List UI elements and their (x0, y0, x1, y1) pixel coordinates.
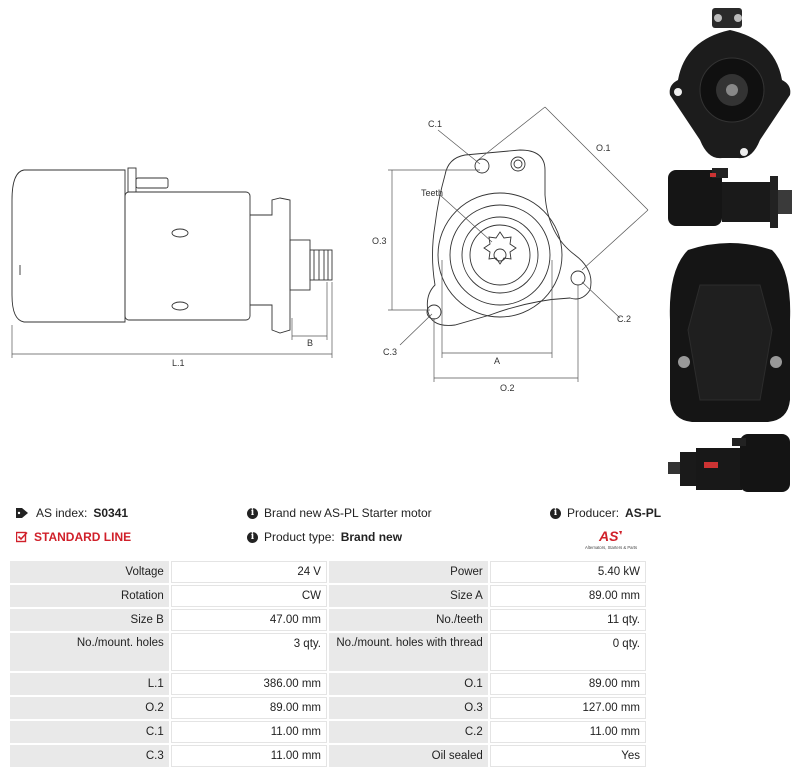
spec-value: CW (170, 585, 327, 607)
product-photos (668, 8, 792, 492)
product-type-row: i Product type: Brand new (247, 530, 402, 544)
spec-key: O.2 (10, 697, 169, 719)
label-a: A (494, 356, 500, 366)
spec-value: 89.00 mm (170, 697, 327, 719)
table-row: L.1 386.00 mm O.1 89.00 mm (10, 673, 646, 695)
label-o3: O.3 (372, 236, 387, 246)
label-c1: C.1 (428, 119, 442, 129)
spec-key: No./mount. holes (10, 633, 169, 671)
front-outer-ring (437, 192, 563, 318)
spec-key: O.3 (328, 697, 488, 719)
spec-key: Size B (10, 609, 169, 631)
spec-value: 127.00 mm (489, 697, 646, 719)
table-row: O.2 89.00 mm O.3 127.00 mm (10, 697, 646, 719)
standard-line-label: STANDARD LINE (34, 530, 132, 544)
hole-c1 (474, 158, 490, 174)
solenoid-terminal (135, 177, 169, 189)
as-index-row: AS index: S0341 (16, 506, 128, 520)
description-row: i Brand new AS-PL Starter motor (247, 506, 432, 520)
info-icon: i (247, 531, 258, 543)
spec-value: 24 V (170, 561, 327, 583)
label-o1: O.1 (596, 143, 611, 153)
spec-value: 5.40 kW (489, 561, 646, 583)
product-description: Brand new AS-PL Starter motor (264, 506, 432, 520)
mount-flange (250, 197, 291, 334)
spec-value: 89.00 mm (489, 585, 646, 607)
tag-icon (16, 508, 28, 518)
label-teeth: Teeth (421, 188, 443, 198)
spec-key: L.1 (10, 673, 169, 695)
photo-rear-cover (669, 243, 791, 422)
label-b: B (307, 338, 313, 348)
as-pl-logo: AS Alternators, Starters & Parts (585, 528, 637, 550)
info-icon: i (550, 507, 561, 519)
svg-text:Alternators, Starters & Parts: Alternators, Starters & Parts (585, 545, 637, 550)
as-index-value: S0341 (93, 506, 129, 520)
table-row: Size B 47.00 mm No./teeth 11 qty. (10, 609, 646, 631)
motor-body (124, 191, 251, 321)
spec-value: 11.00 mm (489, 721, 646, 743)
photo-side-view (668, 168, 792, 228)
spec-key: No./teeth (328, 609, 488, 631)
table-row: No./mount. holes 3 qty. No./mount. holes… (10, 633, 646, 671)
label-c3: C.3 (383, 347, 397, 357)
spec-value: 11.00 mm (170, 721, 327, 743)
spec-key: No./mount. holes with thread (328, 633, 488, 671)
photo-angled-view (668, 434, 790, 492)
producer-value: AS-PL (625, 506, 662, 520)
front-flange (426, 149, 592, 326)
dimension-o1 (477, 106, 546, 161)
producer-row: i Producer: AS-PL (550, 506, 661, 520)
producer-label: Producer: (567, 506, 620, 520)
standard-line-row: STANDARD LINE (16, 530, 131, 544)
spec-key: O.1 (328, 673, 488, 695)
nose-housing (289, 239, 311, 291)
spec-key: Voltage (10, 561, 169, 583)
table-row: C.1 11.00 mm C.2 11.00 mm (10, 721, 646, 743)
spec-key: Size A (328, 585, 488, 607)
table-row: Voltage 24 V Power 5.40 kW (10, 561, 646, 583)
product-type-value: Brand new (340, 530, 403, 544)
spec-value: 11 qty. (489, 609, 646, 631)
mount-bolt (510, 156, 526, 172)
label-l1: L.1 (172, 358, 185, 368)
spec-key: Power (328, 561, 488, 583)
info-icon: i (247, 507, 258, 519)
table-row: C.3 11.00 mm Oil sealed Yes (10, 745, 646, 767)
label-c2: C.2 (617, 314, 631, 324)
as-index-label: AS index: (36, 506, 88, 520)
technical-drawing: L.1 B C.1 O.1 (11, 106, 649, 393)
spec-key: C.1 (10, 721, 169, 743)
photo-front-view (669, 8, 791, 159)
spec-value: 3 qty. (170, 633, 327, 671)
motor-end-cap (11, 169, 126, 323)
spec-key: C.3 (10, 745, 169, 767)
svg-text:AS: AS (598, 528, 619, 544)
pinion-gear (483, 231, 517, 265)
spec-value: 11.00 mm (170, 745, 327, 767)
table-row: Rotation CW Size A 89.00 mm (10, 585, 646, 607)
spec-value: 47.00 mm (170, 609, 327, 631)
spec-key: C.2 (328, 721, 488, 743)
label-o2: O.2 (500, 383, 515, 393)
spec-value: Yes (489, 745, 646, 767)
spec-key: Oil sealed (328, 745, 488, 767)
spec-key: Rotation (10, 585, 169, 607)
spec-value: 89.00 mm (489, 673, 646, 695)
pinion (309, 249, 333, 281)
spec-value: 386.00 mm (170, 673, 327, 695)
product-type-label: Product type: (264, 530, 335, 544)
spec-value: 0 qty. (489, 633, 646, 671)
specification-table: Voltage 24 V Power 5.40 kW Rotation CW S… (8, 559, 648, 769)
checkbox-icon (16, 531, 28, 543)
